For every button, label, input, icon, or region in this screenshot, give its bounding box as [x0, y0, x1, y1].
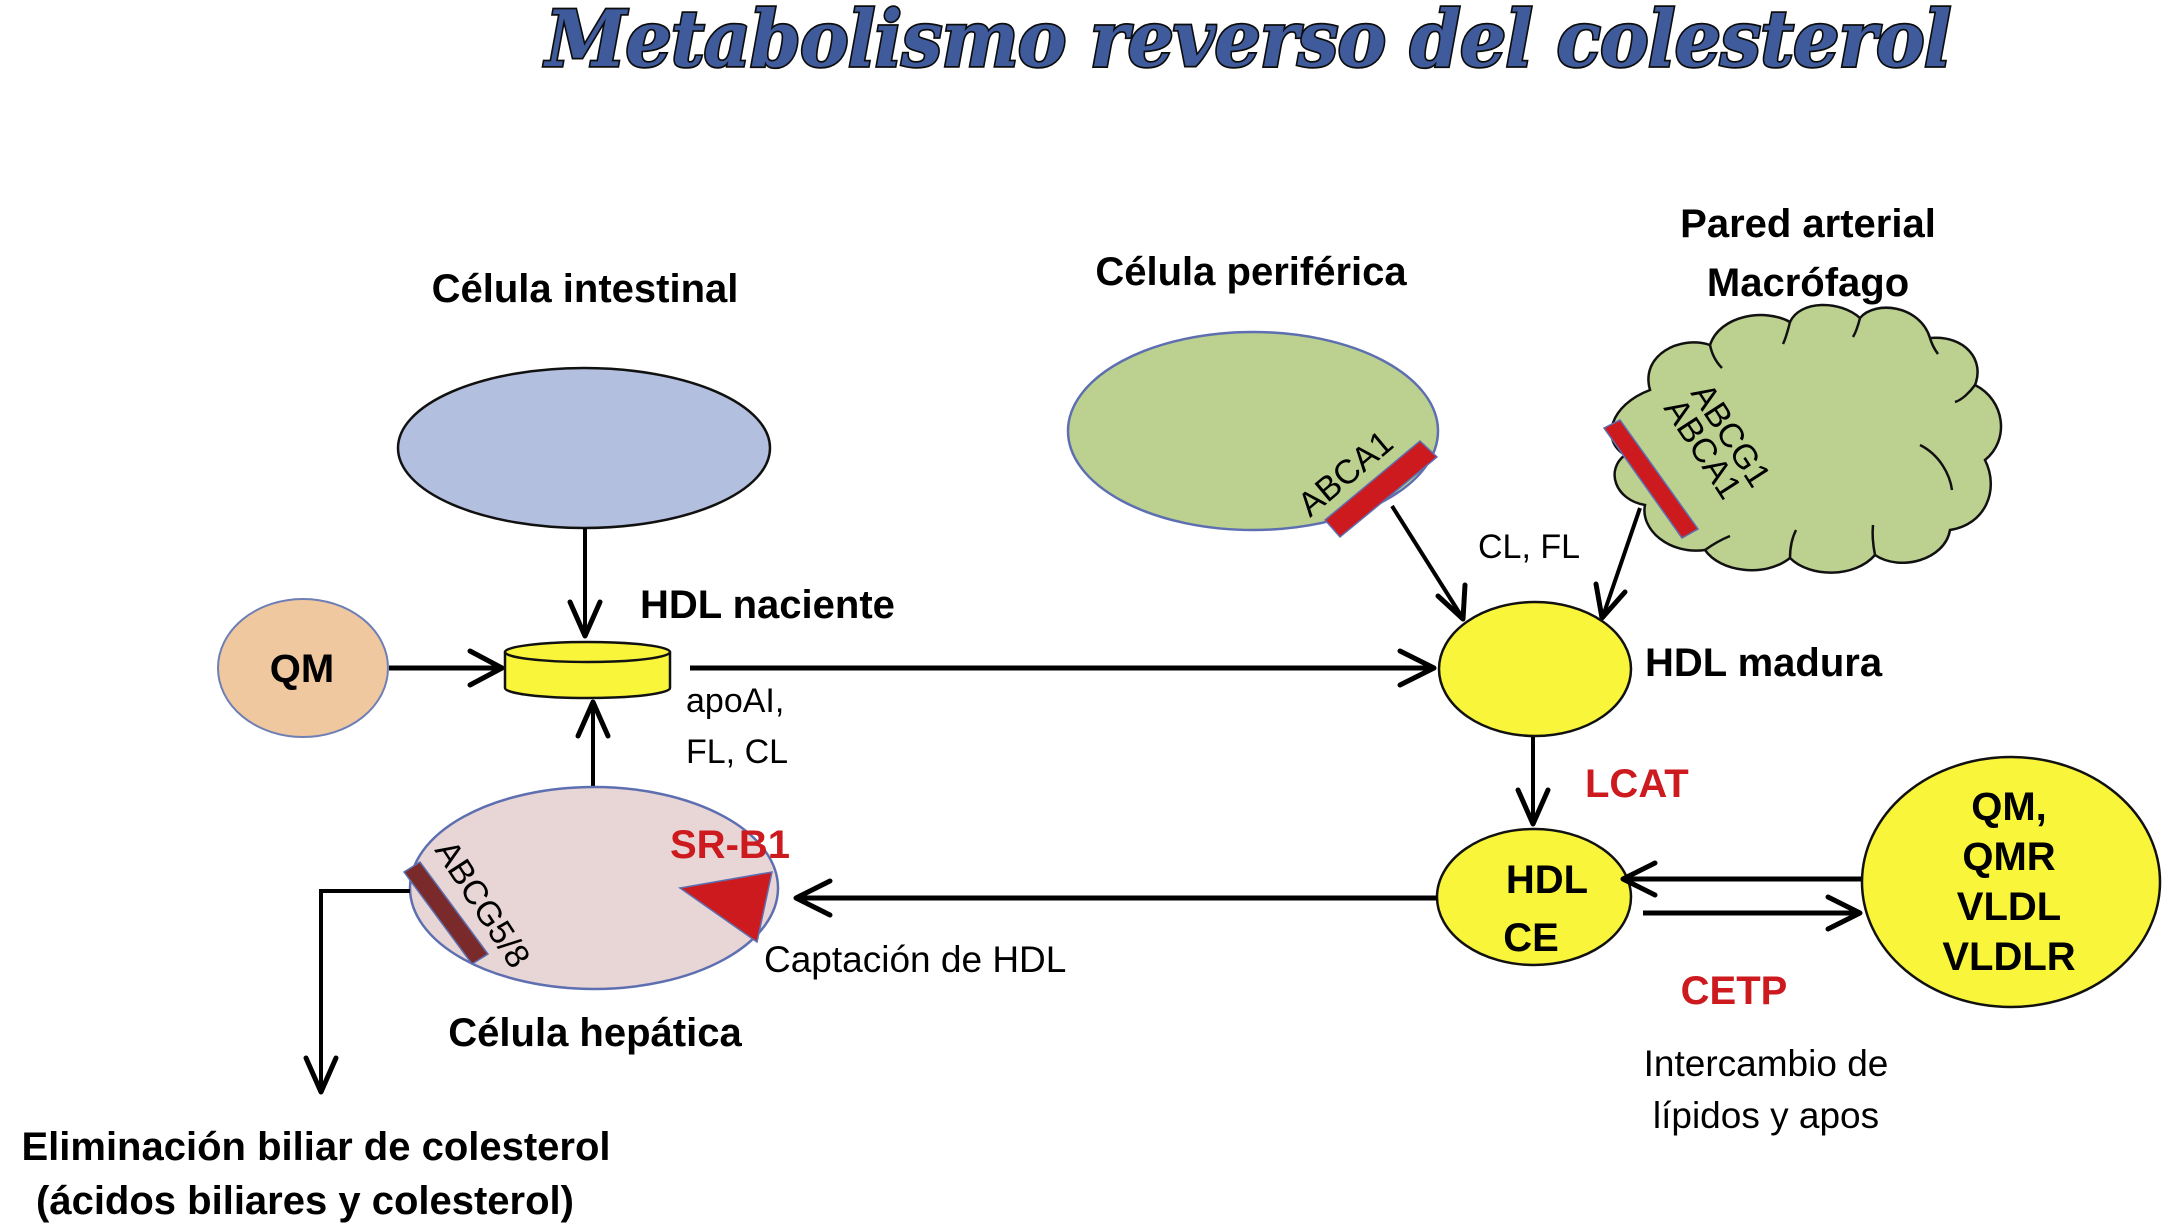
srb1-receptor-icon — [678, 871, 773, 944]
arrow-hdl-ce-to-liver — [793, 878, 1437, 918]
arrow-liver-to-hdl-nascent — [575, 699, 611, 788]
hdl-ce-label-2: CE — [1503, 916, 1559, 960]
abca1-abcg1-transporter-macrophage — [1602, 419, 1700, 539]
abca1-transporter-peripheral — [1323, 439, 1439, 539]
qm-particle — [217, 598, 389, 738]
hdl-nascent-content-2: FL, CL — [686, 733, 788, 771]
hdl-mature-label: HDL madura — [1645, 641, 1883, 685]
qm-label: QM — [270, 647, 334, 691]
lipoprotein-label-qmr: QMR — [1962, 835, 2055, 879]
peripheral-cell-label: Célula periférica — [1095, 250, 1407, 294]
arrow-peripheral-to-hdl-mature — [1390, 504, 1468, 622]
hepatic-cell — [408, 785, 780, 991]
arrow-intestine-to-hdl-nascent — [567, 528, 603, 639]
lcat-enzyme-label: LCAT — [1585, 762, 1689, 806]
biliary-elimination-label-1: Eliminación biliar de colesterol — [21, 1125, 610, 1169]
hdl-nascent-disc — [503, 640, 672, 700]
peripheral-cell — [1066, 330, 1440, 532]
srb1-label: SR-B1 — [670, 823, 790, 867]
arrow-hdl-ce-to-lipoproteins — [1643, 894, 1863, 932]
hdl-ce-label-1: HDL — [1506, 858, 1588, 902]
macrophage-cloud-inner-arcs — [1624, 317, 1977, 559]
abcg58-transporter — [402, 860, 490, 966]
arrow-lipoproteins-to-hdl-ce — [1620, 860, 1863, 898]
hdl-nascent-content-1: apoAI, — [686, 682, 784, 720]
arrow-biliary-elimination — [303, 889, 410, 1095]
arrow-qm-to-hdl-nascent — [389, 648, 505, 688]
arterial-wall-label: Pared arterial — [1680, 202, 1936, 246]
hepatic-cell-label: Célula hepática — [448, 1011, 742, 1055]
lipoprotein-label-qm: QM, — [1971, 785, 2047, 829]
lipoprotein-label-vldlr: VLDLR — [1942, 935, 2075, 979]
cholesterol-phospholipid-label: CL, FL — [1478, 528, 1580, 566]
cetp-description-1: Intercambio de — [1644, 1043, 1889, 1084]
cetp-enzyme-label: CETP — [1681, 969, 1788, 1013]
arrow-hdl-nascent-to-mature — [690, 648, 1437, 688]
intestinal-cell — [396, 366, 772, 530]
arrow-lcat — [1515, 737, 1551, 827]
hdl-nascent-label: HDL naciente — [640, 583, 895, 627]
hdl-uptake-label: Captación de HDL — [764, 939, 1066, 980]
apob-lipoproteins — [1860, 755, 2162, 1009]
diagram-title: Metabolismo reverso del colesterol — [543, 0, 1951, 85]
macrophage-cloud — [1610, 303, 2003, 574]
macrophage-label: Macrófago — [1707, 261, 1909, 305]
cetp-description-2: lípidos y apos — [1653, 1095, 1879, 1136]
arrow-macrophage-to-hdl-mature — [1593, 507, 1642, 621]
biliary-elimination-label-2: (ácidos biliares y colesterol) — [36, 1179, 574, 1223]
hdl-mature — [1437, 600, 1633, 738]
lipoprotein-label-vldl: VLDL — [1957, 885, 2061, 929]
intestinal-cell-label: Célula intestinal — [432, 267, 739, 311]
